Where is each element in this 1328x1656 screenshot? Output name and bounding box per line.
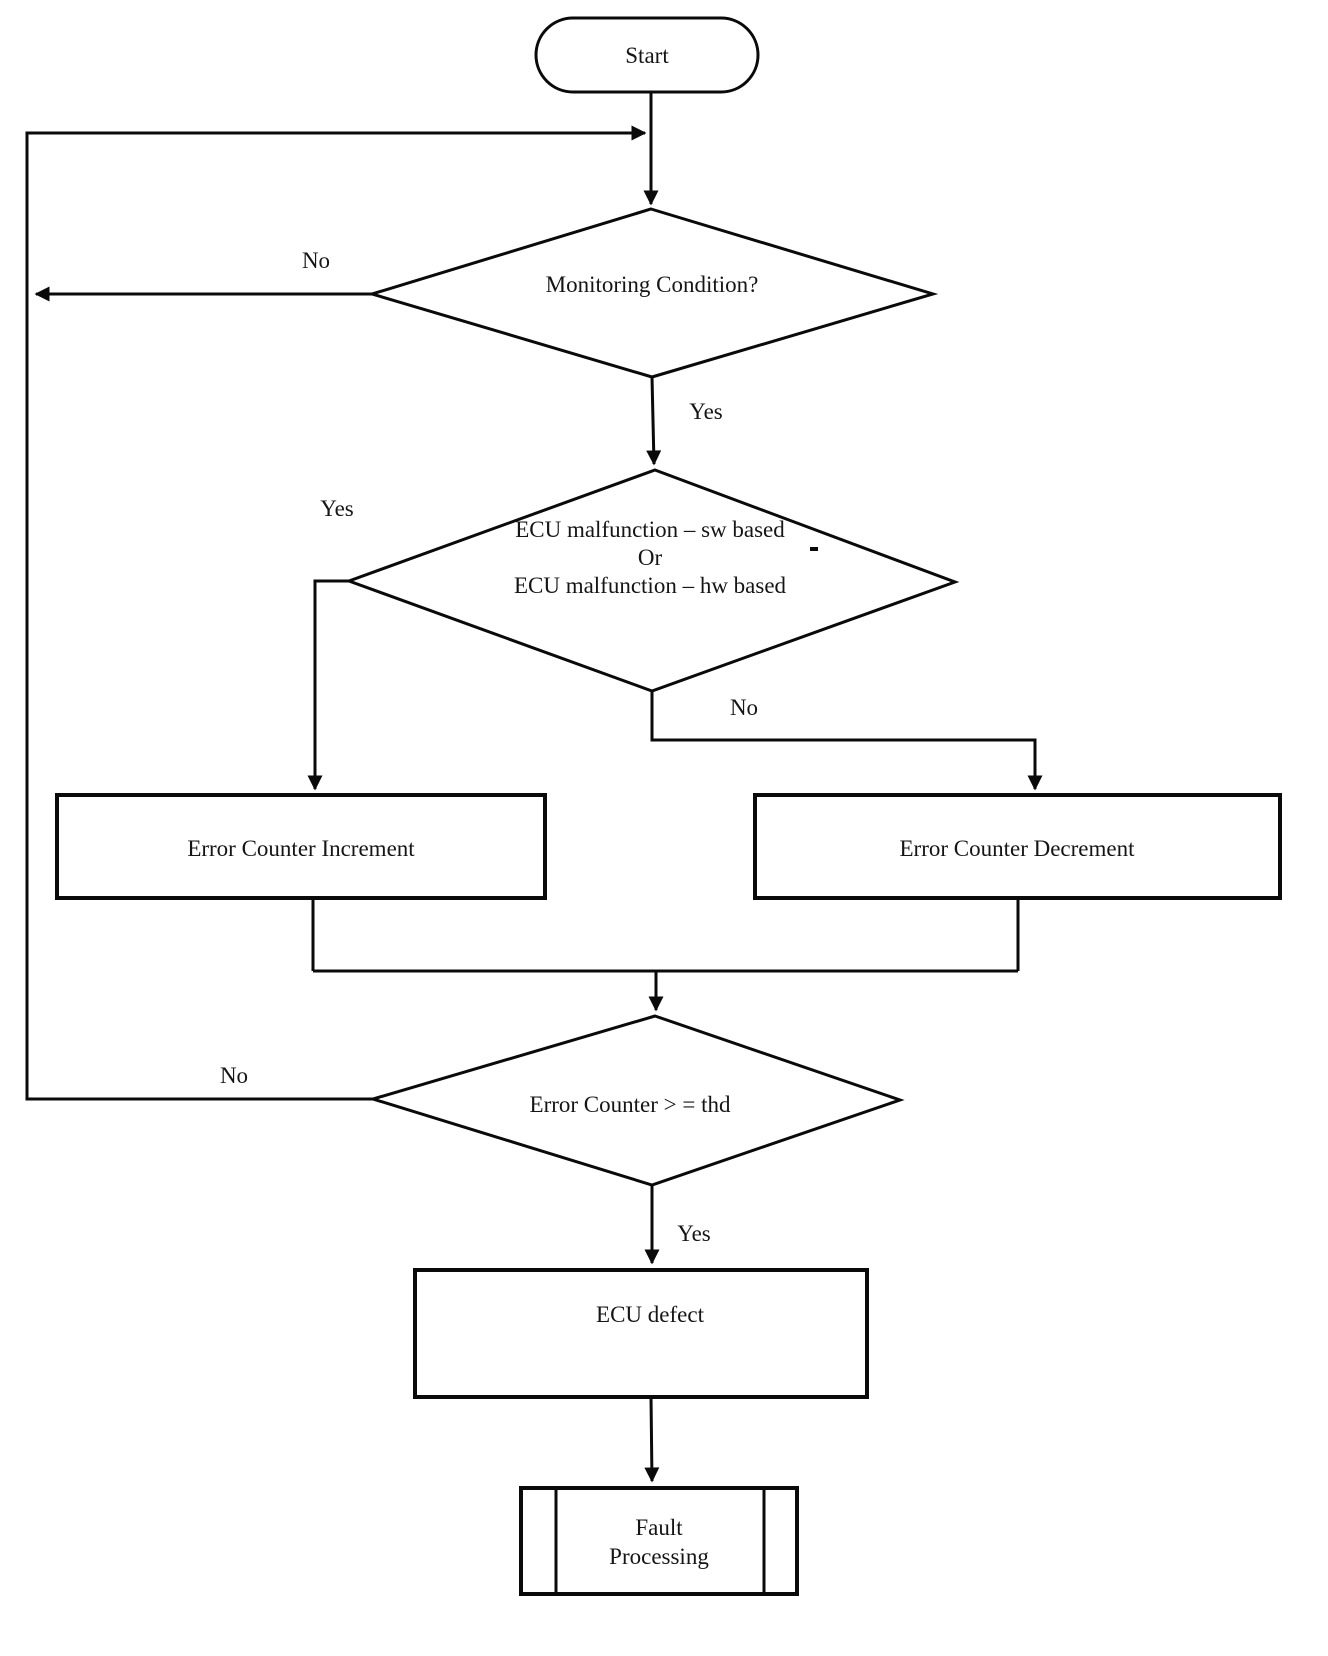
edge-malfunction-no-to-decrement xyxy=(650,691,1043,791)
start-label: Start xyxy=(625,43,669,68)
malfunction-label-line3: ECU malfunction – hw based xyxy=(514,573,787,598)
scan-speckle xyxy=(810,547,818,551)
edge-threshold-no-return-loop xyxy=(25,125,647,1101)
monitoring-yes-label: Yes xyxy=(689,399,723,424)
edge-malfunction-yes-to-increment xyxy=(307,579,349,791)
threshold-label: Error Counter > = thd xyxy=(530,1092,731,1117)
increment-label: Error Counter Increment xyxy=(187,836,415,861)
error-counter-decrement-node xyxy=(753,793,1282,900)
monitoring-decision-node xyxy=(366,207,939,379)
decrement-label: Error Counter Decrement xyxy=(899,836,1135,861)
monitoring-no-label: No xyxy=(302,248,330,273)
malfunction-decision-node xyxy=(344,468,960,693)
malfunction-label-line1: ECU malfunction – sw based xyxy=(515,517,785,542)
edge-defect-to-fault xyxy=(644,1396,660,1483)
start-node xyxy=(534,16,760,94)
fault-processing-node xyxy=(519,1486,799,1596)
error-counter-increment-node xyxy=(55,793,547,900)
monitoring-label: Monitoring Condition? xyxy=(546,272,759,297)
threshold-no-label: No xyxy=(220,1063,248,1088)
malfunction-yes-label: Yes xyxy=(320,496,354,521)
fault-label-line1: Fault xyxy=(635,1515,683,1540)
fault-label-line2: Processing xyxy=(609,1544,709,1569)
defect-label: ECU defect xyxy=(596,1302,705,1327)
threshold-yes-label: Yes xyxy=(677,1221,711,1246)
malfunction-no-label: No xyxy=(730,695,758,720)
threshold-decision-node xyxy=(367,1014,905,1187)
edge-monitoring-yes-to-malfunction xyxy=(646,376,662,466)
malfunction-label-line2: Or xyxy=(638,545,663,570)
ecu-defect-node xyxy=(413,1268,869,1399)
